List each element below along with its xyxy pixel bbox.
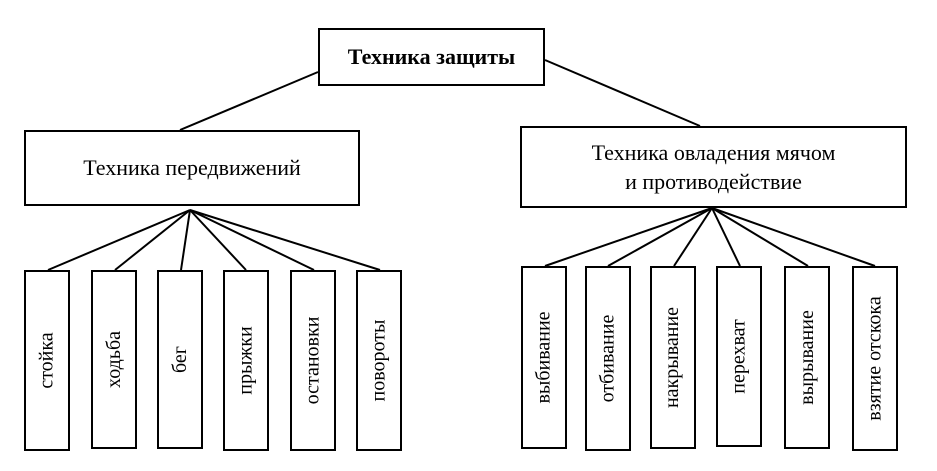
- root-node: Техника защиты: [318, 28, 545, 86]
- connector-right-3: [673, 207, 713, 267]
- leaf-covering-label: накрывание: [661, 306, 684, 409]
- connector-root-right: [544, 59, 701, 127]
- connector-left-6: [189, 209, 381, 271]
- connector-right-6: [711, 207, 876, 267]
- leaf-deflecting-label: отбивание: [596, 314, 619, 403]
- leaf-walking-label: ходьба: [102, 330, 125, 389]
- leaf-interception: перехват: [716, 266, 762, 447]
- root-label: Техника защиты: [347, 44, 516, 69]
- movement-technique-node: Техника передвижений: [24, 130, 360, 206]
- leaf-snatching: вырывание: [784, 266, 830, 449]
- leaf-jumps-label: прыжки: [234, 326, 257, 395]
- leaf-deflecting: отбивание: [585, 266, 631, 451]
- connector-left-5: [189, 209, 315, 271]
- leaf-knocking-out: выбивание: [521, 266, 567, 449]
- leaf-rebound: взятие отскока: [852, 266, 898, 451]
- leaf-running: бег: [157, 270, 203, 449]
- leaf-knocking-out-label: выбивание: [532, 311, 555, 404]
- ball-control-node: Техника овладения мячом и противодействи…: [520, 126, 907, 208]
- ball-control-label-line-1: Техника овладения мячом: [591, 140, 836, 165]
- connector-right-1: [544, 207, 713, 267]
- connector-left-3: [180, 209, 191, 271]
- connector-root-left: [179, 71, 319, 131]
- leaf-turns-label: повороты: [367, 319, 390, 402]
- connector-right-4: [711, 207, 741, 267]
- connector-left-1: [47, 209, 191, 271]
- leaf-running-label: бег: [168, 346, 191, 373]
- leaf-interception-label: перехват: [727, 319, 750, 394]
- leaf-stops: остановки: [290, 270, 336, 451]
- leaf-snatching-label: вырывание: [795, 310, 818, 405]
- leaf-turns: повороты: [356, 270, 402, 451]
- leaf-walking: ходьба: [91, 270, 137, 449]
- connector-left-2: [114, 209, 191, 271]
- leaf-rebound-label: взятие отскока: [863, 296, 886, 421]
- connector-right-2: [607, 207, 713, 267]
- leaf-covering: накрывание: [650, 266, 696, 449]
- leaf-stance-label: стойка: [35, 332, 58, 389]
- connector-left-4: [189, 209, 247, 271]
- leaf-jumps: прыжки: [223, 270, 269, 451]
- ball-control-label-line-2: и противодействие: [625, 169, 802, 194]
- leaf-stops-label: остановки: [301, 316, 324, 405]
- leaf-stance: стойка: [24, 270, 70, 451]
- movement-technique-label: Техника передвижений: [83, 155, 301, 180]
- connector-right-5: [711, 207, 809, 267]
